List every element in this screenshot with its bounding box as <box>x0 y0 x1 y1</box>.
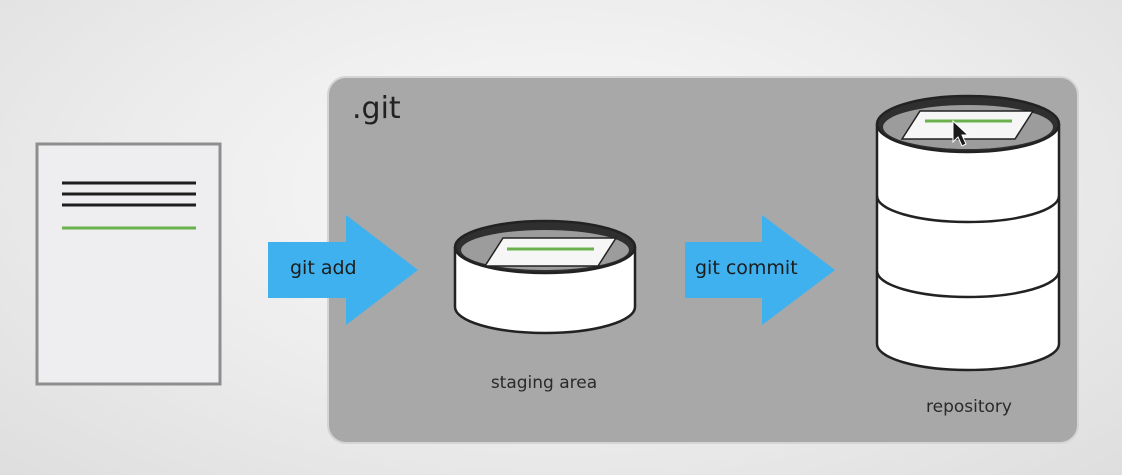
repository-cylinder-icon <box>875 94 1061 372</box>
staging-area-label: staging area <box>491 373 597 393</box>
repository-label: repository <box>926 397 1012 417</box>
git-add-label: git add <box>290 257 357 279</box>
git-commit-label: git commit <box>695 257 798 279</box>
git-commit-arrow: git commit <box>685 215 835 325</box>
mouse-cursor-icon <box>952 119 970 147</box>
staging-cylinder-icon <box>453 219 637 335</box>
git-directory-label: .git <box>352 91 401 126</box>
git-add-arrow: git add <box>268 215 418 325</box>
document-icon <box>35 142 222 386</box>
